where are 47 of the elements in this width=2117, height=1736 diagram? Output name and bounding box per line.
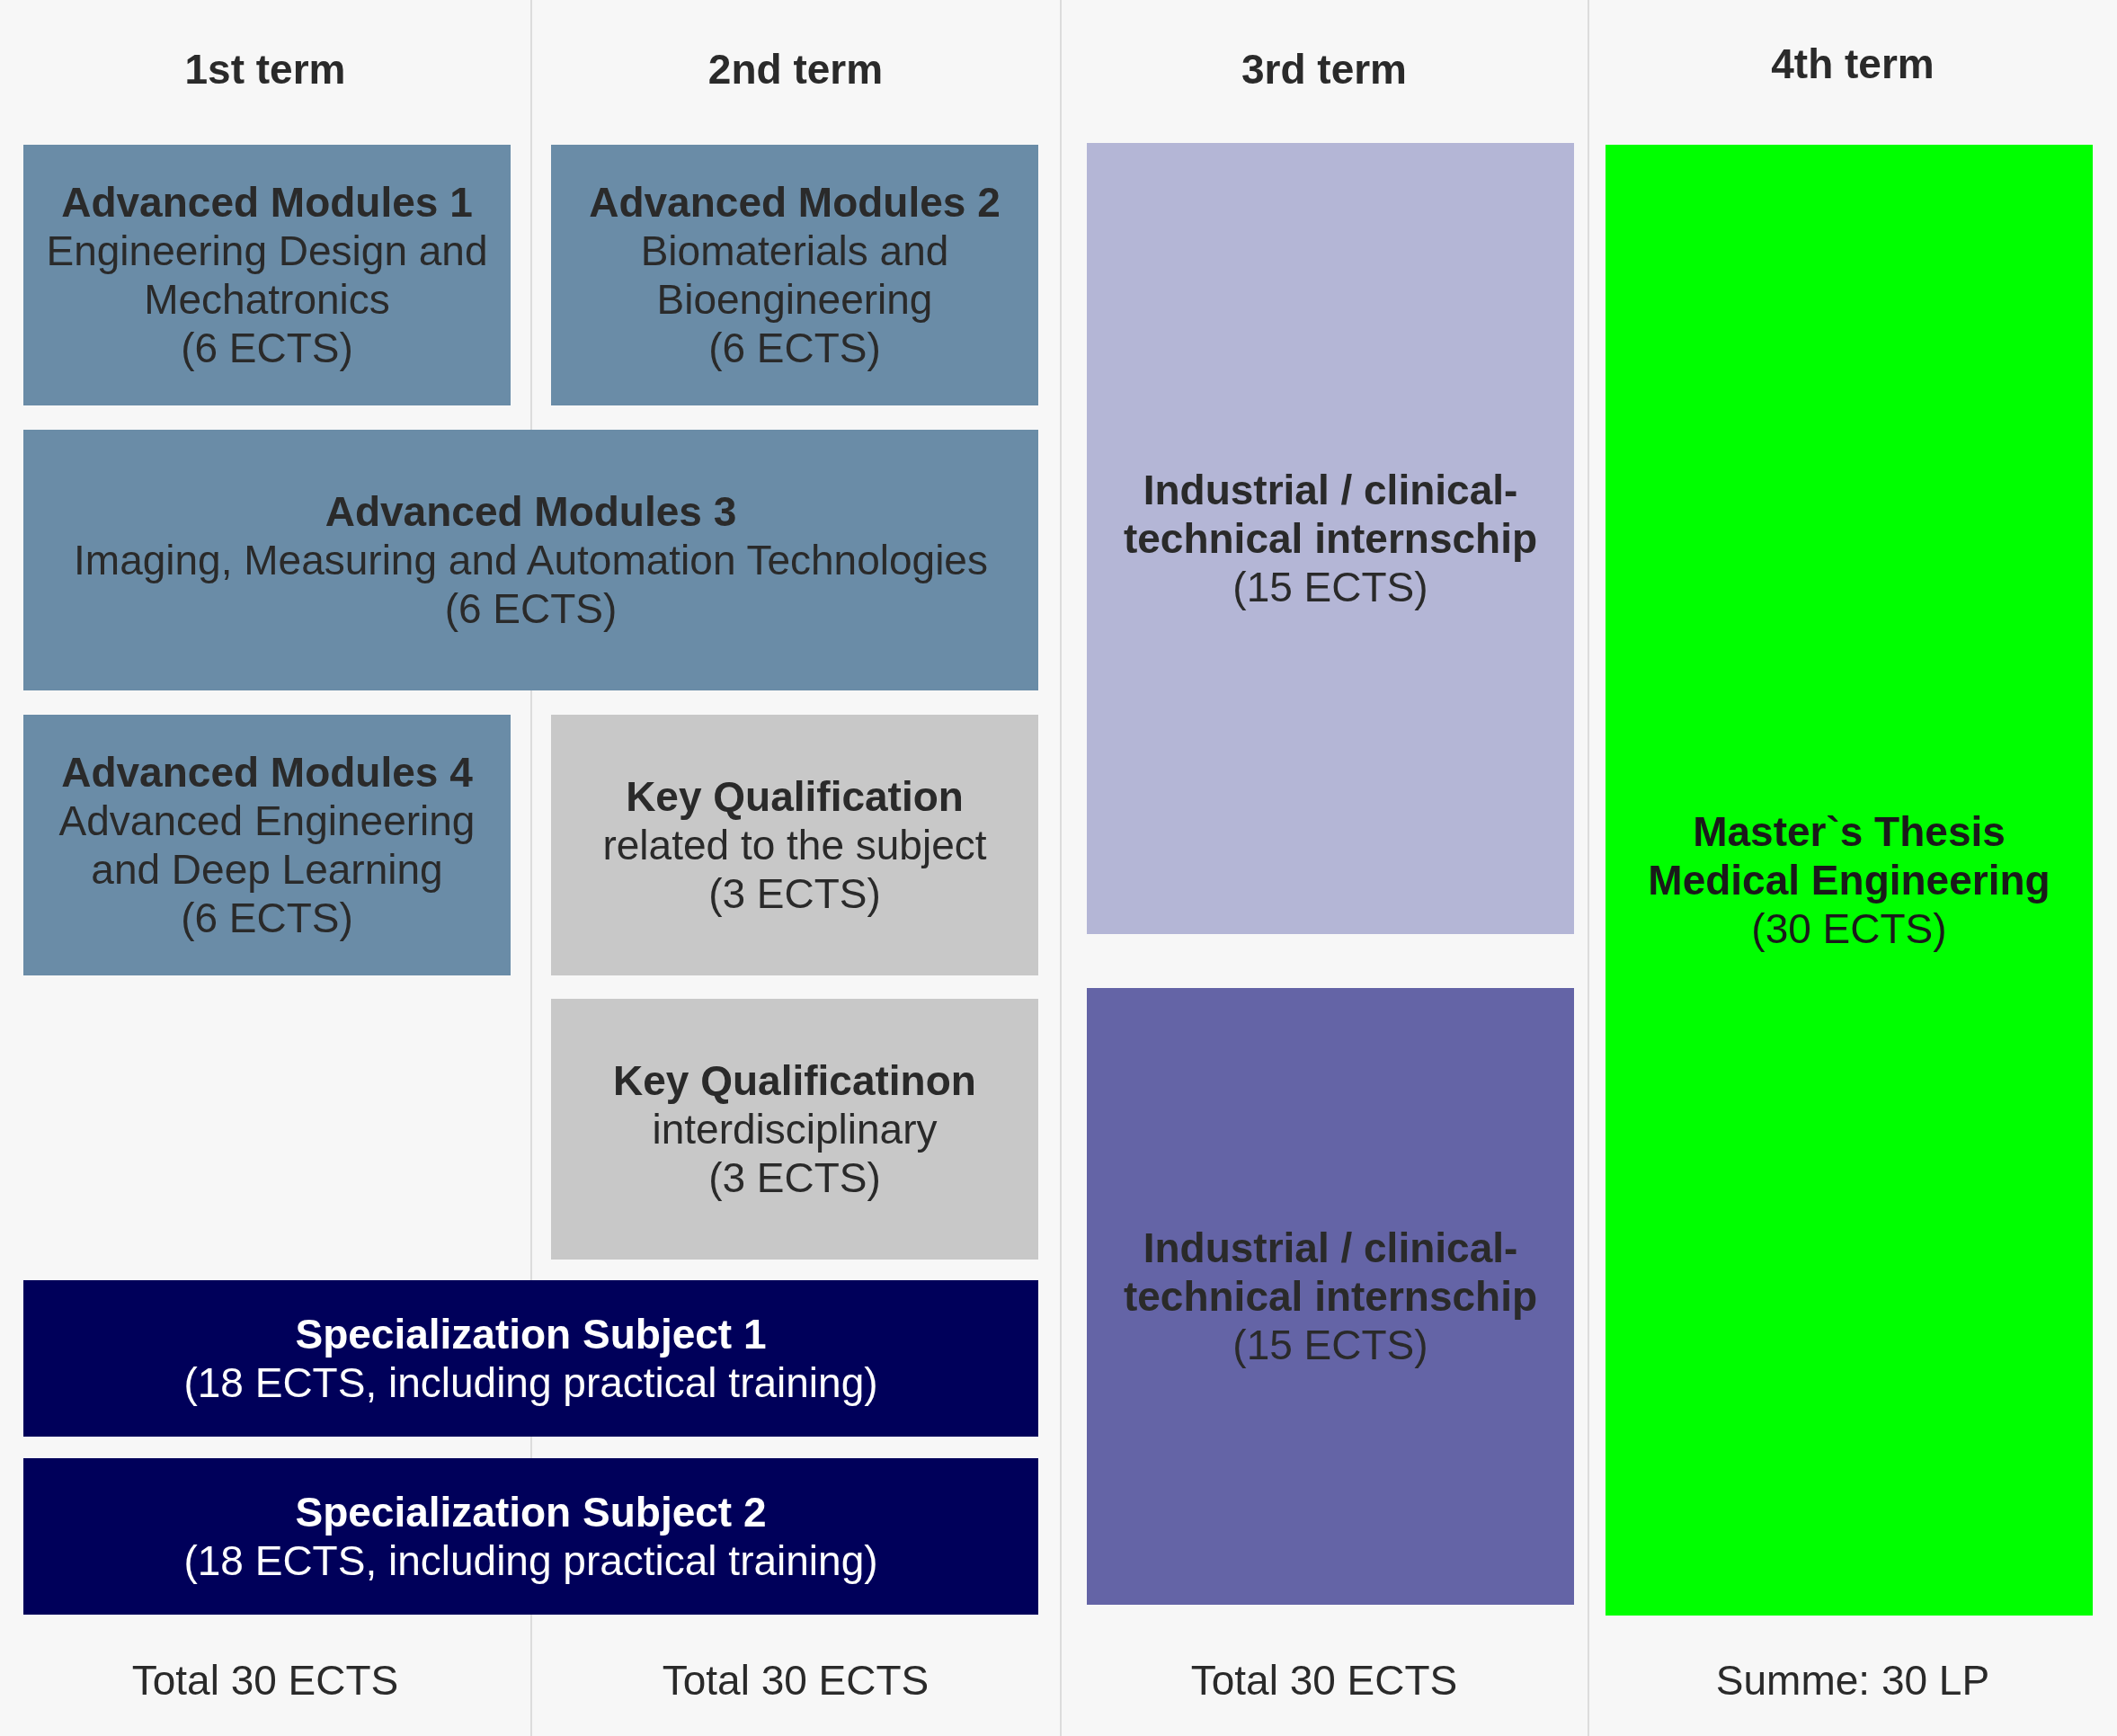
module-box (1087, 988, 1574, 1605)
module-title: Specialization Subject 1 (295, 1310, 767, 1358)
module-box (1087, 143, 1574, 934)
column-total: Total 30 ECTS (661, 1656, 930, 1705)
module-title: Advanced Modules 1 (61, 178, 473, 227)
credit-points: (30 ECTS) (1751, 904, 1947, 953)
module-description: Advanced Engineering and Deep Learning (58, 797, 476, 894)
column-total: Total 30 ECTS (130, 1656, 400, 1705)
module-description: related to the subject (602, 821, 987, 869)
credit-points: (18 ECTS, including practical training) (183, 1358, 878, 1407)
credit-points: (15 ECTS) (1232, 1321, 1428, 1369)
credit-points: (3 ECTS) (708, 869, 881, 918)
module-box (23, 1280, 1038, 1437)
module-title: Industrial / clinical-technical internschip (1122, 466, 1539, 563)
credit-points: (3 ECTS) (708, 1153, 881, 1202)
column-total: Total 30 ECTS (1189, 1656, 1459, 1705)
column-heading: 2nd term (707, 45, 885, 93)
credit-points: (6 ECTS) (181, 894, 353, 942)
module-title: Advanced Modules 2 (589, 178, 1001, 227)
module-title: Advanced Modules 4 (61, 748, 473, 797)
credit-points: (6 ECTS) (444, 584, 618, 633)
module-box (23, 430, 1038, 690)
column-total: Summe: 30 LP (1714, 1656, 1991, 1705)
module-title: Industrial / clinical-technical internschip (1122, 1224, 1539, 1321)
column-heading: 4th term (1770, 40, 1935, 88)
credit-points: (18 ECTS, including practical training) (183, 1536, 878, 1585)
module-box (1606, 145, 2093, 1616)
module-box (551, 145, 1038, 405)
credit-points: (6 ECTS) (181, 324, 353, 372)
module-description: Imaging, Measuring and Automation Technologies (74, 536, 988, 584)
column-heading: 1st term (183, 45, 347, 93)
credit-points: (6 ECTS) (708, 324, 881, 372)
module-title: Specialization Subject 2 (295, 1488, 767, 1536)
column-heading: 3rd term (1240, 45, 1409, 93)
module-box (551, 715, 1038, 975)
module-description: Biomaterials and Bioengineering (639, 227, 950, 324)
module-description: interdisciplinary (652, 1105, 938, 1153)
module-title: Master`s Thesis Medical Engineering (1647, 807, 2051, 904)
module-title: Advanced Modules 3 (325, 487, 737, 536)
module-box (23, 1458, 1038, 1615)
module-box (23, 715, 511, 975)
module-box (551, 999, 1038, 1260)
module-title: Key Qualificatinon (613, 1056, 976, 1105)
credit-points: (15 ECTS) (1232, 563, 1428, 611)
module-description: Engineering Design and Mechatronics (45, 227, 489, 324)
module-title: Key Qualification (626, 772, 964, 821)
module-box (23, 145, 511, 405)
